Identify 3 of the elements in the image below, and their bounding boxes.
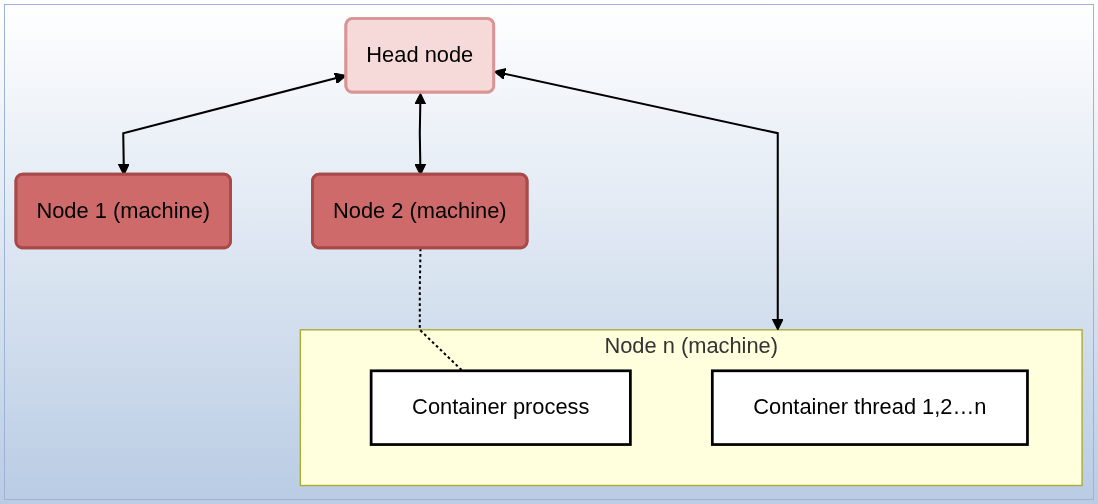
arrow <box>493 68 784 331</box>
node-box: Container process <box>369 369 632 446</box>
node-box: Container thread 1,2…n <box>710 369 1029 446</box>
